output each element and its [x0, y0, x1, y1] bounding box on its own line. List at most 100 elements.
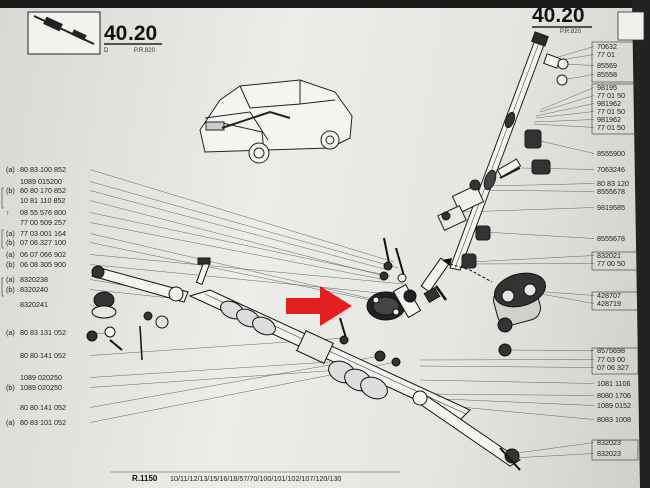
photo-background-top [0, 0, 650, 8]
left-leader-line [89, 242, 381, 303]
right-part-number: 77 01 50 [597, 91, 625, 100]
left-part-number: 10 81 110 852 [20, 196, 65, 205]
track-rod-left [86, 257, 211, 361]
car-illustration [199, 79, 353, 164]
right-leader-line [535, 139, 595, 154]
right-part-number: 07 06 327 [597, 363, 629, 372]
left-leader-line [89, 289, 171, 299]
right-part-number: 77 03 00 [597, 355, 625, 364]
right-leader-line [483, 231, 595, 239]
track-rod-right [412, 390, 521, 471]
right-part-number: 77 01 [597, 50, 615, 59]
right-model-ref: P.R.820 [560, 29, 582, 35]
right-group-box [591, 291, 639, 311]
right-leader-line [419, 379, 595, 384]
right-leader-line [535, 103, 595, 117]
left-label-prefix: (a) [6, 165, 15, 174]
left-leader-line [89, 190, 389, 271]
right-leader-line [539, 95, 595, 113]
left-part-number: 80 80 141 052 [20, 403, 66, 412]
flexible-coupling [366, 257, 450, 321]
left-label-prefix: (b) [6, 285, 15, 294]
right-leader-line [533, 119, 595, 123]
right-part-number: 9819585 [597, 203, 625, 212]
section-letter: D [104, 48, 109, 54]
left-part-number: 77 00 509 257 [20, 218, 66, 227]
right-leader-line [505, 349, 595, 351]
left-label-prefix: (a) [6, 418, 15, 427]
left-group-bracket [1, 277, 4, 297]
right-leader-line [535, 111, 595, 119]
left-label-prefix: (a) [6, 275, 15, 284]
left-part-number: 80 80 141 052 [20, 351, 66, 360]
steering-column [449, 31, 549, 271]
left-label-prefix: (b) [6, 383, 15, 392]
right-leader-line [509, 442, 595, 455]
right-leader-line [489, 183, 595, 187]
left-label-prefix: (a) [6, 229, 15, 238]
assembly-arrowhead [442, 258, 452, 266]
left-part-number: 1089 020250 [20, 373, 62, 382]
right-part-number: 8555678 [597, 187, 625, 196]
left-label-prefix: (a) [6, 328, 15, 337]
left-part-number: 06 08 305 900 [20, 260, 66, 269]
photo-background-right [632, 0, 650, 488]
right-part-number: 8083 1008 [597, 415, 631, 424]
left-part-number: 8320241 [20, 300, 48, 309]
right-leader-line [469, 255, 595, 263]
right-part-number: 70632 [597, 42, 617, 51]
steering-rack [188, 289, 471, 421]
left-part-number: 07 06 327 100 [20, 238, 66, 247]
left-group-bracket [1, 187, 4, 209]
footer-model-code: R.1150 [132, 474, 158, 483]
left-part-number: 8320238 [20, 275, 48, 284]
model-ref: P.R.820 [134, 48, 156, 54]
right-group-box [591, 347, 639, 375]
left-label-prefix: ↑ [6, 208, 10, 217]
left-part-number: 80 83 100 852 [20, 165, 66, 174]
small-parts-top [461, 53, 569, 269]
right-group-box [591, 251, 639, 271]
right-leader-line [419, 365, 595, 368]
right-part-number: 981962 [597, 99, 621, 108]
left-leader-line [89, 361, 331, 378]
right-leader-line [511, 453, 595, 459]
left-part-number: 80 80 170 852 [20, 186, 66, 195]
left-leader-line [89, 169, 395, 263]
left-label-prefix: (b) [6, 260, 15, 269]
left-leader-line [89, 181, 399, 269]
steering-boot [493, 272, 546, 357]
left-part-number: 80 83 101 052 [20, 418, 66, 427]
right-leader-line [477, 189, 595, 192]
section-number: 40 [104, 22, 127, 45]
right-part-number: 1089 0152 [597, 401, 631, 410]
right-leader-line [533, 123, 595, 128]
right-part-number: 7063246 [597, 165, 625, 174]
right-leader-line [419, 359, 595, 361]
right-part-number: 80 83 120 [597, 179, 629, 188]
right-part-number: 1081 1106 [597, 379, 630, 388]
left-part-number: 08 55 576 800 [20, 208, 66, 217]
right-leader-line [469, 263, 595, 265]
right-part-number: 8575698 [597, 346, 625, 355]
bolts-nuts [339, 237, 448, 345]
right-part-number: 832023 [597, 449, 621, 458]
right-group-box [591, 83, 639, 135]
right-leader-line [461, 207, 595, 213]
right-part-number: 77 00 50 [597, 259, 625, 268]
right-group-box [591, 439, 639, 461]
left-leader-line [89, 254, 405, 285]
left-label-prefix: (b) [6, 238, 15, 247]
right-part-number: 77 01 50 [597, 123, 625, 132]
left-part-number: 06 07 066 902 [20, 250, 66, 259]
right-thumbnail [617, 11, 645, 41]
right-part-number: 85558 [597, 70, 617, 79]
left-leader-line [89, 264, 411, 297]
left-leader-line [89, 212, 391, 277]
right-part-number: 832021 [597, 251, 621, 260]
right-part-number: 8080 1706 [597, 391, 631, 400]
assembly-path-dashed [449, 263, 493, 283]
